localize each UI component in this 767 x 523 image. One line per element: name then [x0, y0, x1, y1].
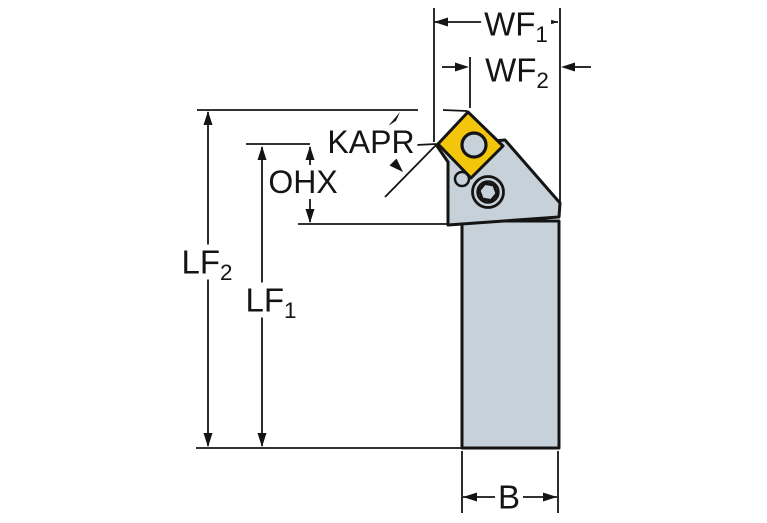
- insert-hole: [460, 131, 488, 159]
- label-ohx: OHX: [265, 164, 341, 200]
- label-lf1-text: LF: [245, 281, 285, 319]
- label-b-text: B: [497, 478, 521, 516]
- label-lf2-subscript: 2: [220, 259, 233, 285]
- label-kapr: KAPR: [324, 124, 418, 160]
- label-wf2-text: WF: [485, 51, 537, 89]
- arrow-lf1-top: [257, 146, 267, 160]
- arrow-wf2-right: [561, 62, 575, 72]
- arrow-kapr-top: [387, 112, 400, 127]
- label-wf1-subscript: 1: [535, 21, 548, 47]
- label-lf1: LF1: [242, 281, 300, 322]
- tool-shank-shape: [460, 219, 561, 450]
- kapr-cutting-edge-extension: [384, 142, 439, 198]
- arrow-kapr-bottom: [389, 158, 403, 172]
- label-wf2: WF2: [482, 51, 552, 92]
- kapr-leader-line: [415, 143, 437, 146]
- label-wf1-text: WF: [484, 5, 536, 43]
- ref-line-tip-level-right: [442, 109, 468, 112]
- label-lf2: LF2: [178, 243, 236, 284]
- label-wf2-subscript: 2: [536, 67, 549, 93]
- arrow-lf2-bottom: [203, 433, 213, 447]
- clamp-screw-inner: [476, 180, 500, 204]
- arrow-lf1-bottom: [257, 433, 267, 447]
- insert-pocket-relief: [453, 170, 471, 188]
- arrow-b-right: [543, 492, 557, 502]
- arrow-ohx-top: [305, 146, 315, 160]
- arrow-ohx-bottom: [305, 209, 315, 223]
- label-lf1-subscript: 1: [284, 297, 297, 323]
- label-ohx-text: OHX: [268, 164, 338, 200]
- arrow-wf2-left: [455, 62, 469, 72]
- label-b: B: [494, 478, 524, 516]
- label-wf1: WF1: [481, 5, 551, 46]
- arrow-lf2-top: [203, 111, 213, 125]
- clamp-screw-hex-socket: [477, 181, 499, 203]
- label-lf2-text: LF: [181, 243, 221, 281]
- arrow-wf1-left: [434, 17, 448, 27]
- arrow-b-left: [463, 492, 477, 502]
- label-kapr-text: KAPR: [327, 124, 415, 160]
